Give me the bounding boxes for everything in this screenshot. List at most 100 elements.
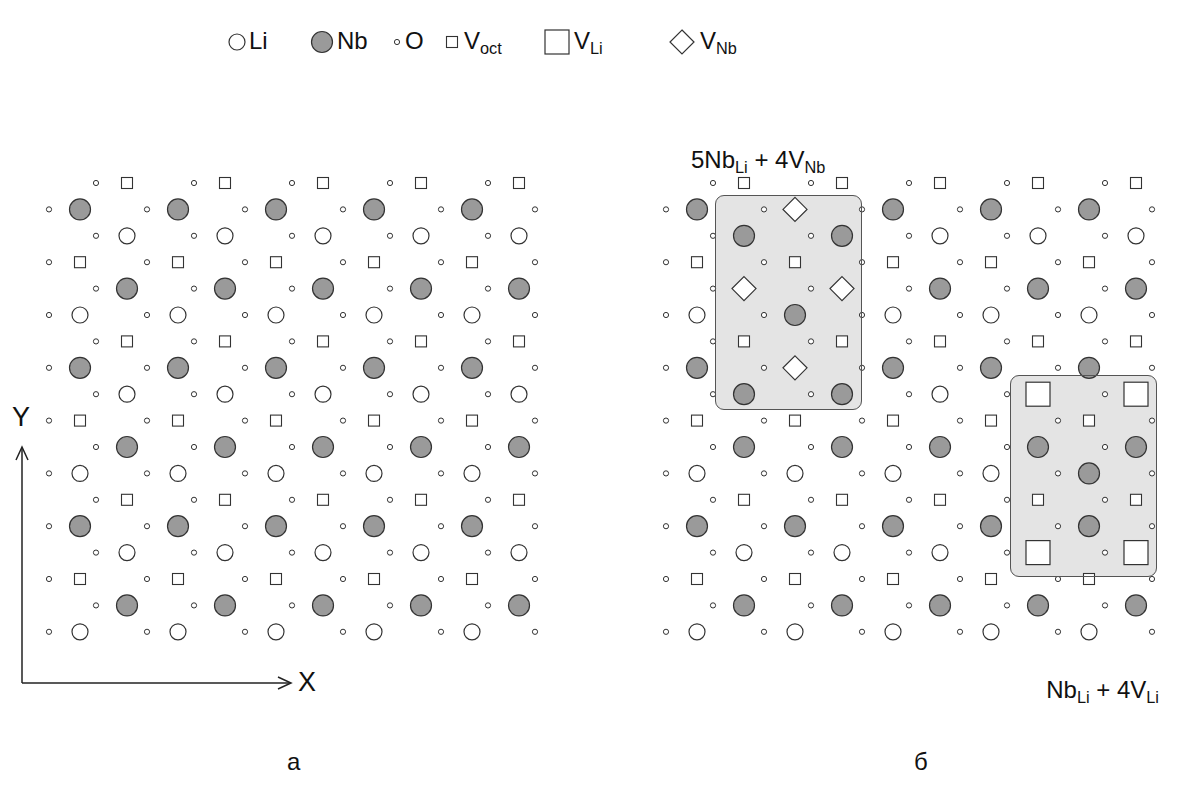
- li-atom: [1081, 624, 1097, 640]
- o-atom: [808, 233, 813, 238]
- legend-label: VLi: [574, 27, 603, 55]
- o-atom: [144, 365, 149, 370]
- o-atom: [387, 286, 392, 291]
- oct-vacancy: [790, 415, 801, 426]
- o-atom: [1102, 339, 1107, 344]
- o-atom: [340, 629, 345, 634]
- o-atom: [485, 444, 490, 449]
- li-atom: [511, 386, 527, 402]
- nb-atom: [981, 199, 1002, 220]
- o-atom: [906, 444, 911, 449]
- oct-vacancy: [173, 415, 184, 426]
- o-atom: [46, 365, 51, 370]
- o-atom: [1102, 497, 1107, 502]
- nb-atom: [1126, 278, 1147, 299]
- li-atom: [464, 465, 480, 481]
- x-axis: [22, 682, 290, 684]
- li-atom: [119, 545, 135, 561]
- o-atom: [93, 444, 98, 449]
- o-atom: [808, 603, 813, 608]
- o-atom: [144, 524, 149, 529]
- li-atom: [787, 465, 803, 481]
- nb-atom: [883, 516, 904, 537]
- o-atom: [46, 418, 51, 423]
- li-atom: [689, 307, 705, 323]
- o-atom: [957, 471, 962, 476]
- li-atom: [464, 307, 480, 323]
- o-atom: [387, 444, 392, 449]
- o-atom: [340, 418, 345, 423]
- li-atom: [1128, 228, 1144, 244]
- o-atom: [438, 471, 443, 476]
- o-atom: [859, 260, 864, 265]
- oct-vacancy: [692, 574, 703, 585]
- oct-vacancy: [220, 336, 231, 347]
- o-atom: [242, 365, 247, 370]
- o-atom: [93, 392, 98, 397]
- o-atom: [906, 233, 911, 238]
- o-atom: [859, 471, 864, 476]
- o-atom: [532, 207, 537, 212]
- o-atom: [438, 365, 443, 370]
- li-atom: [689, 465, 705, 481]
- o-atom: [532, 576, 537, 581]
- oct-vacancy: [122, 494, 133, 505]
- o-atom: [191, 392, 196, 397]
- nb-atom: [168, 516, 189, 537]
- o-atom: [191, 497, 196, 502]
- nb-atom: [734, 225, 755, 246]
- nb-atom: [930, 278, 951, 299]
- oct-vacancy: [318, 178, 329, 189]
- o-atom: [1004, 180, 1009, 185]
- o-atom: [438, 576, 443, 581]
- o-atom: [1149, 629, 1154, 634]
- o-atom: [289, 233, 294, 238]
- o-atom: [485, 286, 490, 291]
- li-atom: [315, 386, 331, 402]
- li-atom: [983, 307, 999, 323]
- cluster-ground: [715, 195, 862, 410]
- o-atom: [710, 603, 715, 608]
- oct-vacancy: [122, 178, 133, 189]
- o-atom: [340, 576, 345, 581]
- li-atom: [217, 386, 233, 402]
- o-atom: [710, 444, 715, 449]
- oct-vacancy: [739, 336, 750, 347]
- oct-vacancy: [739, 494, 750, 505]
- oct-vacancy: [888, 415, 899, 426]
- nb-atom: [832, 595, 853, 616]
- o-atom: [906, 339, 911, 344]
- nb-vacancy: [783, 356, 807, 380]
- o-atom: [1149, 260, 1154, 265]
- o-atom: [1149, 312, 1154, 317]
- o-atom: [1102, 603, 1107, 608]
- li-atom: [119, 386, 135, 402]
- o-atom: [957, 629, 962, 634]
- o-atom: [1102, 233, 1107, 238]
- o-atom: [859, 312, 864, 317]
- li-vacancy: [1026, 541, 1050, 565]
- o-atom: [438, 207, 443, 212]
- oct-vacancy: [986, 574, 997, 585]
- o-atom: [859, 524, 864, 529]
- li-atom: [983, 624, 999, 640]
- nb-atom: [168, 199, 189, 220]
- defect-cluster: 5NbLi + 4VNb: [715, 195, 862, 410]
- o-atom: [438, 418, 443, 423]
- panel-label: б: [914, 748, 928, 776]
- nb-atom: [462, 199, 483, 220]
- legend-symbols: [229, 30, 694, 54]
- oct-vacancy: [75, 415, 86, 426]
- o-atom: [1149, 207, 1154, 212]
- nb-atom: [313, 437, 334, 458]
- o-atom: [144, 207, 149, 212]
- lattice: [46, 178, 1154, 640]
- li-atom: [268, 307, 284, 323]
- o-atom: [906, 497, 911, 502]
- cluster-ground: [1010, 375, 1157, 577]
- nb-atom: [462, 516, 483, 537]
- legend-label: Li: [249, 27, 268, 55]
- li-atom: [366, 465, 382, 481]
- o-atom: [761, 207, 766, 212]
- o-atom: [289, 444, 294, 449]
